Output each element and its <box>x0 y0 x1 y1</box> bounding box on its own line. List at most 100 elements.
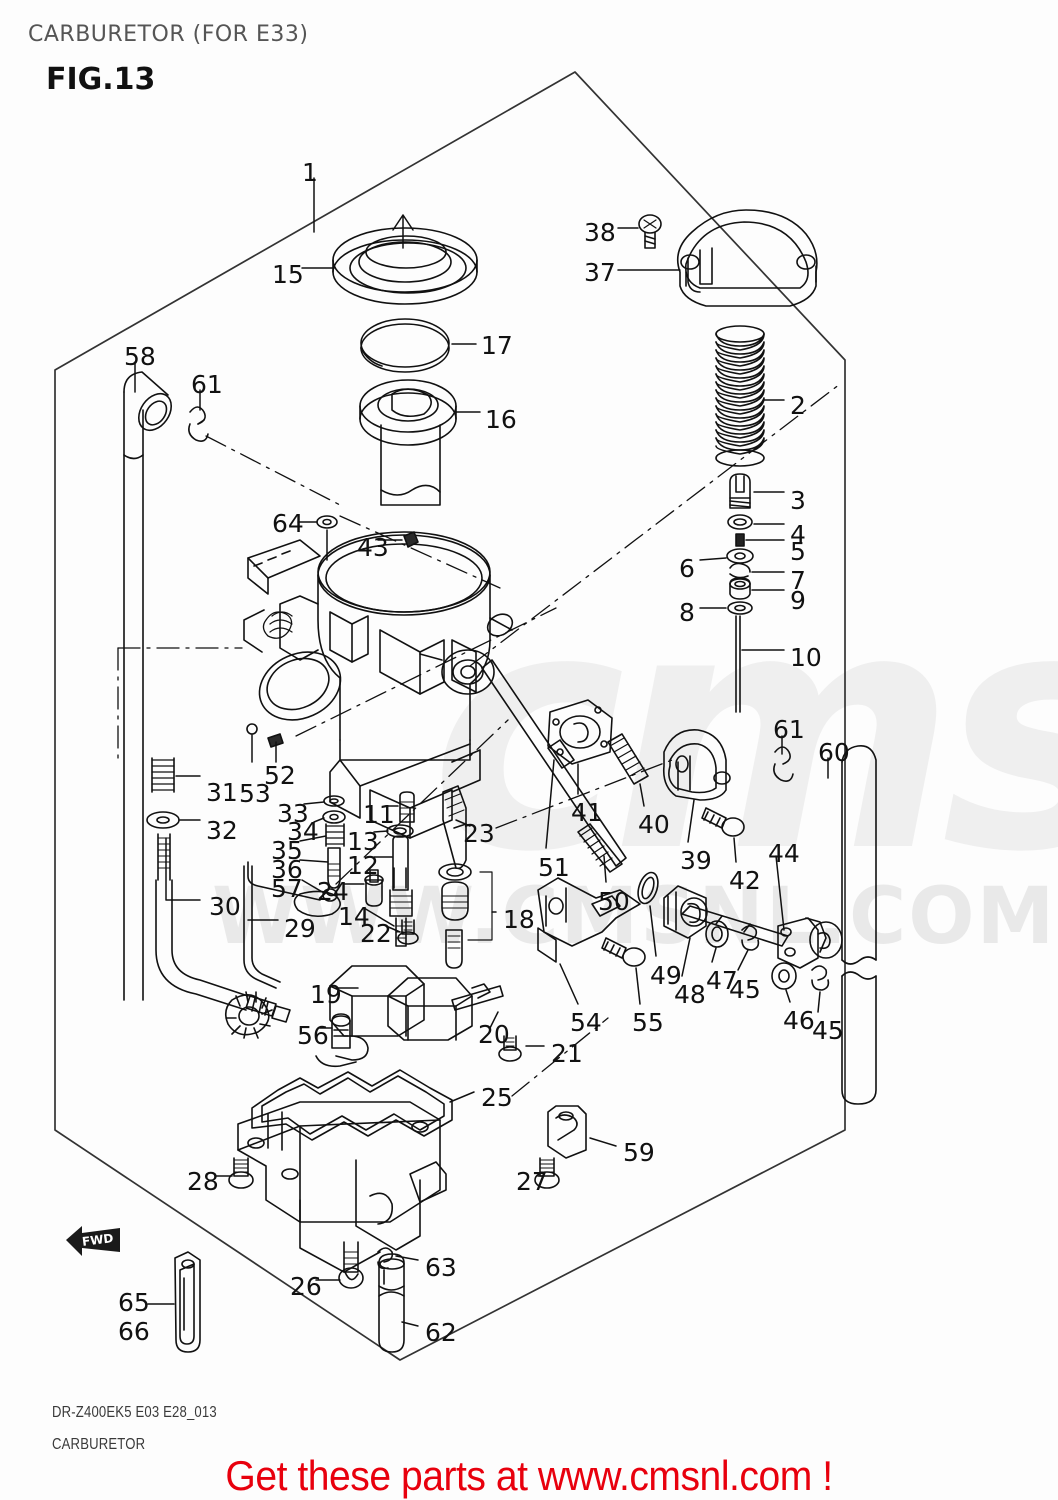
part-31-spring <box>151 757 175 793</box>
callout-number-3: 3 <box>790 486 806 515</box>
diagram-frame-border <box>54 71 846 1361</box>
callout-number-60: 60 <box>818 738 850 767</box>
callout-number-51: 51 <box>538 853 570 882</box>
callout-number-46: 46 <box>783 1006 815 1035</box>
callout-number-66: 66 <box>118 1317 150 1346</box>
part-55-screw <box>601 937 646 967</box>
callout-number-14: 14 <box>338 902 370 931</box>
part-57-ball <box>322 888 338 902</box>
footer-model-code: DR-Z400EK5 E03 E28_013 <box>52 1404 217 1421</box>
part-45-clip-a <box>741 925 760 951</box>
callout-number-31: 31 <box>206 778 238 807</box>
callout-number-58: 58 <box>124 342 156 371</box>
part-32-washer <box>146 811 180 829</box>
footer-subtitle: CARBURETOR <box>52 1436 146 1453</box>
callout-leader-lines <box>134 177 829 1327</box>
part-35-spring <box>325 823 345 847</box>
callout-number-24: 24 <box>317 877 349 906</box>
part-12-needle-jet <box>389 835 413 917</box>
part-64-o-ring <box>316 515 338 529</box>
callout-number-59: 59 <box>623 1138 655 1167</box>
part-27-bolt <box>534 1157 560 1189</box>
part-16-piston-valve <box>359 379 457 506</box>
callout-number-42: 42 <box>729 866 761 895</box>
callout-number-62: 62 <box>425 1318 457 1347</box>
part-33-washer <box>323 795 345 807</box>
callout-number-50: 50 <box>598 887 630 916</box>
callout-number-7: 7 <box>790 566 806 595</box>
callout-number-32: 32 <box>206 816 238 845</box>
part-25-float-bowl <box>237 1101 447 1273</box>
part-43-pilot-screw <box>403 531 419 548</box>
callout-number-20: 20 <box>478 1020 510 1049</box>
callout-number-23: 23 <box>463 819 495 848</box>
callout-number-48: 48 <box>674 980 706 1009</box>
part-1-carburetor-body <box>243 531 514 839</box>
callout-number-63: 63 <box>425 1253 457 1282</box>
part-56-drain-fitting <box>315 1013 369 1068</box>
part-15-air-cleaner-seal <box>332 214 478 305</box>
part-53-ball <box>246 723 258 735</box>
part-52-screw <box>267 733 284 748</box>
part-20-float-pin <box>451 985 504 1011</box>
callout-number-2: 2 <box>790 391 806 420</box>
alignment-dashed-lines <box>117 383 841 1097</box>
part-22-screw <box>397 919 419 945</box>
callout-number-57: 57 <box>271 874 303 903</box>
footer-promo-link: Get these parts at www.cmsnl.com ! <box>225 1452 833 1499</box>
callout-number-56: 56 <box>297 1021 329 1050</box>
part-21-bolt <box>498 1035 522 1062</box>
part-25-bowl-gasket <box>251 1069 453 1141</box>
part-49-o-ring <box>637 871 659 905</box>
callout-number-13: 13 <box>347 827 379 856</box>
callout-number-43: 43 <box>357 533 389 562</box>
callout-number-36: 36 <box>271 855 303 884</box>
callout-number-45: 45 <box>729 975 761 1004</box>
part-37-diaphragm-cover <box>676 209 818 307</box>
part-8-washer <box>727 601 753 615</box>
callout-number-39: 39 <box>680 846 712 875</box>
part-24-fitting <box>364 869 384 907</box>
callout-number-18: 18 <box>503 905 535 934</box>
callout-number-9: 9 <box>790 586 806 615</box>
part-42-screw <box>701 807 745 837</box>
callout-number-47: 47 <box>706 966 738 995</box>
callout-number-30: 30 <box>209 892 241 921</box>
callout-number-52: 52 <box>264 761 296 790</box>
part-58-hose <box>123 371 173 1001</box>
callout-number-34: 34 <box>287 817 319 846</box>
part-4-o-ring <box>727 514 753 530</box>
callout-number-37: 37 <box>584 258 616 287</box>
part-46-washer <box>771 962 797 990</box>
callout-number-22: 22 <box>360 919 392 948</box>
callout-number-44: 44 <box>768 839 800 868</box>
callout-number-33: 33 <box>277 799 309 828</box>
part-59-bracket <box>547 1105 587 1159</box>
part-7-clip <box>729 562 751 579</box>
callout-number-26: 26 <box>290 1272 322 1301</box>
callout-number-15: 15 <box>272 260 304 289</box>
part-3-needle-holder <box>729 473 751 509</box>
part-17-o-ring <box>360 318 450 373</box>
callout-number-27: 27 <box>516 1167 548 1196</box>
part-50-spring <box>577 823 623 873</box>
callout-number-11: 11 <box>363 800 395 829</box>
callout-number-64: 64 <box>272 509 304 538</box>
part-54-throttle-lever <box>537 877 641 963</box>
page-category-title: CARBURETOR (FOR E33) <box>28 22 309 47</box>
part-62-hose <box>378 1253 405 1353</box>
part-40-spring <box>607 733 649 785</box>
callout-number-17: 17 <box>481 331 513 360</box>
part-65-66-cable-guide <box>174 1251 201 1353</box>
part-34-washer <box>322 810 346 824</box>
callout-number-16: 16 <box>485 405 517 434</box>
part-61-clip-right <box>773 746 794 782</box>
callout-number-54: 54 <box>570 1008 602 1037</box>
part-30-throttle-cable <box>155 833 291 1039</box>
part-5-spacer <box>735 533 745 547</box>
callout-number-35: 35 <box>271 836 303 865</box>
callout-number-45: 45 <box>812 1016 844 1045</box>
part-26-drain-screw <box>338 1241 364 1289</box>
callout-number-12: 12 <box>347 851 379 880</box>
part-19-float <box>329 965 491 1041</box>
